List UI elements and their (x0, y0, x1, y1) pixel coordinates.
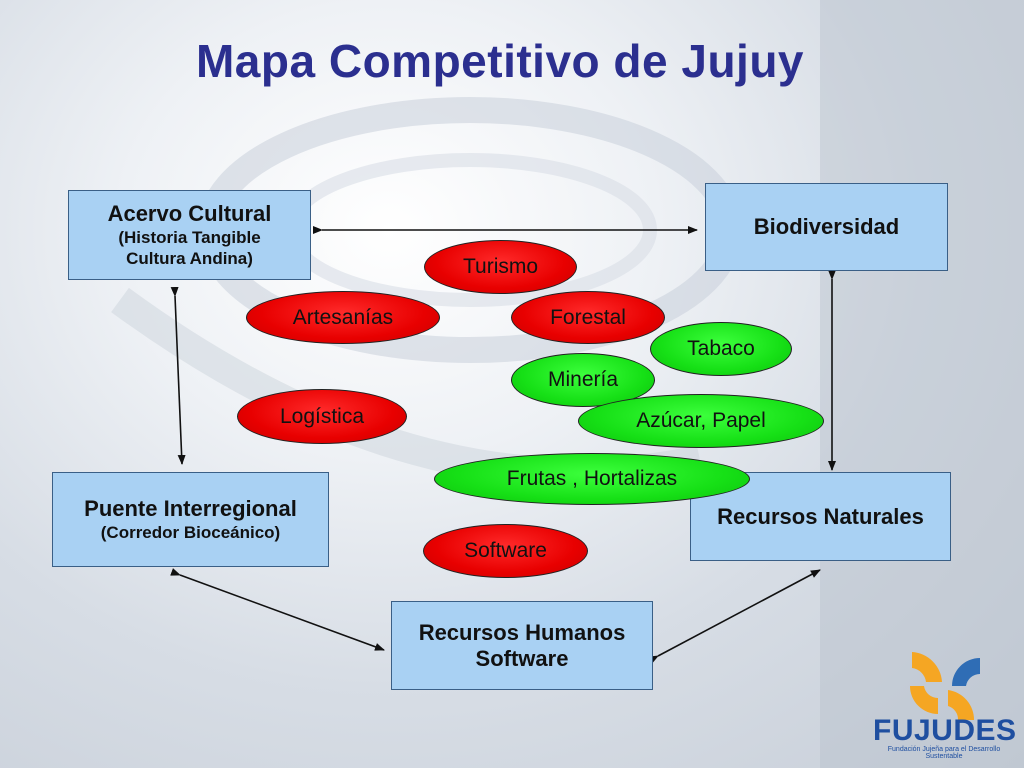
box-puente-interregional-title: Puente Interregional (84, 496, 297, 521)
box-acervo-cultural-subtitle-2: Cultura Andina) (126, 249, 253, 268)
box-puente-interregional-subtitle: (Corredor Bioceánico) (100, 523, 281, 542)
arrow-recursos-humanos-recursos-naturales (648, 569, 821, 664)
box-acervo-cultural-title: Acervo Cultural (107, 201, 272, 226)
fujudes-logo-icon (910, 652, 980, 720)
oval-frutas-hortalizas: Frutas , Hortalizas (434, 453, 750, 505)
oval-artesanias: Artesanías (246, 291, 440, 344)
oval-azucar-papel: Azúcar, Papel (578, 394, 824, 448)
box-biodiversidad-title: Biodiversidad (753, 214, 900, 239)
box-recursos-humanos-line-2: Software (475, 645, 569, 671)
logo-tagline: Fundación Jujeña para el Desarrollo Sust… (887, 746, 1001, 760)
oval-forestal: Forestal (511, 291, 665, 344)
box-recursos-naturales-title: Recursos Naturales (717, 503, 924, 529)
oval-software: Software (423, 524, 588, 578)
box-biodiversidad: Biodiversidad (705, 183, 948, 271)
oval-tabaco: Tabaco (650, 322, 792, 376)
oval-turismo: Turismo (424, 240, 577, 294)
box-acervo-cultural-subtitle-1: (Historia Tangible (118, 228, 261, 247)
logo-name: FUJUDES (873, 714, 1017, 747)
box-puente-interregional: Puente Interregional (Corredor Bioceánic… (52, 472, 329, 567)
page-title: Mapa Competitivo de Jujuy (195, 35, 805, 87)
arrow-acervo-puente (170, 286, 186, 465)
box-recursos-humanos-line-1: Recursos Humanos (418, 619, 626, 645)
arrow-puente-recursos-humanos (170, 568, 385, 651)
box-acervo-cultural: Acervo Cultural (Historia Tangible Cultu… (68, 190, 311, 280)
box-recursos-humanos: Recursos Humanos Software (391, 601, 653, 690)
oval-logistica: Logística (237, 389, 407, 444)
